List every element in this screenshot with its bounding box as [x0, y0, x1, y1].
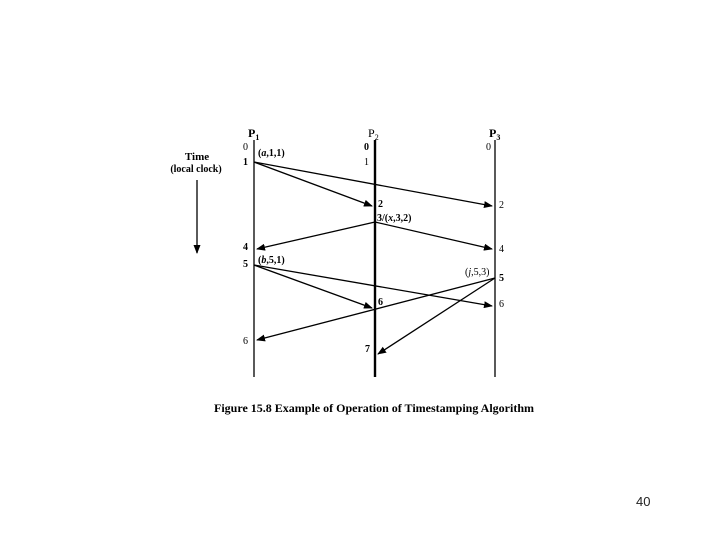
- process-label-p2: P2: [368, 126, 379, 142]
- p2-clock-0: 0: [364, 142, 369, 153]
- process-label-p3: P3: [489, 126, 500, 142]
- message-label-j: (j,5,3): [465, 267, 489, 278]
- p1-clock-5: 5: [243, 259, 248, 270]
- p2-clock-6: 6: [378, 297, 383, 308]
- message-arrow-a-to-p3: [253, 161, 493, 208]
- p2-clock-2: 2: [378, 199, 383, 210]
- p3-clock-5: 5: [499, 273, 504, 284]
- p3-clock-2: 2: [499, 200, 504, 211]
- p1-clock-0: 0: [243, 142, 248, 153]
- time-label: Time: [185, 151, 209, 163]
- message-arrow-a-to-p2: [253, 161, 373, 207]
- time-sublabel: (local clock): [170, 164, 221, 175]
- message-arrow-j-to-p1: [256, 277, 496, 342]
- p2-clock-1: 1: [364, 157, 369, 168]
- process-label-p1: P1: [248, 126, 259, 142]
- p3-clock-0: 0: [486, 142, 491, 153]
- message-arrow-x-to-p1: [256, 221, 376, 251]
- p1-clock-4: 4: [243, 242, 248, 253]
- message-label-x: /(x,3,2): [381, 213, 411, 224]
- p3-clock-6: 6: [499, 299, 504, 310]
- message-arrow-b-to-p2: [253, 264, 373, 309]
- message-arrow-b-to-p3: [253, 264, 493, 309]
- p1-clock-6: 6: [243, 336, 248, 347]
- p2-clock-7: 7: [365, 344, 370, 355]
- message-label-b: (b,5,1): [258, 255, 285, 266]
- p1-clock-1: 1: [243, 157, 248, 168]
- figure-caption: Figure 15.8 Example of Operation of Time…: [214, 401, 534, 415]
- p2-clock-3: 3: [377, 213, 382, 224]
- message-arrow-x-to-p3: [374, 221, 493, 251]
- slide-number: 40: [636, 494, 651, 509]
- message-arrow-j-to-p2: [377, 277, 496, 355]
- p3-clock-4: 4: [499, 244, 504, 255]
- message-label-a: (a,1,1): [258, 148, 285, 159]
